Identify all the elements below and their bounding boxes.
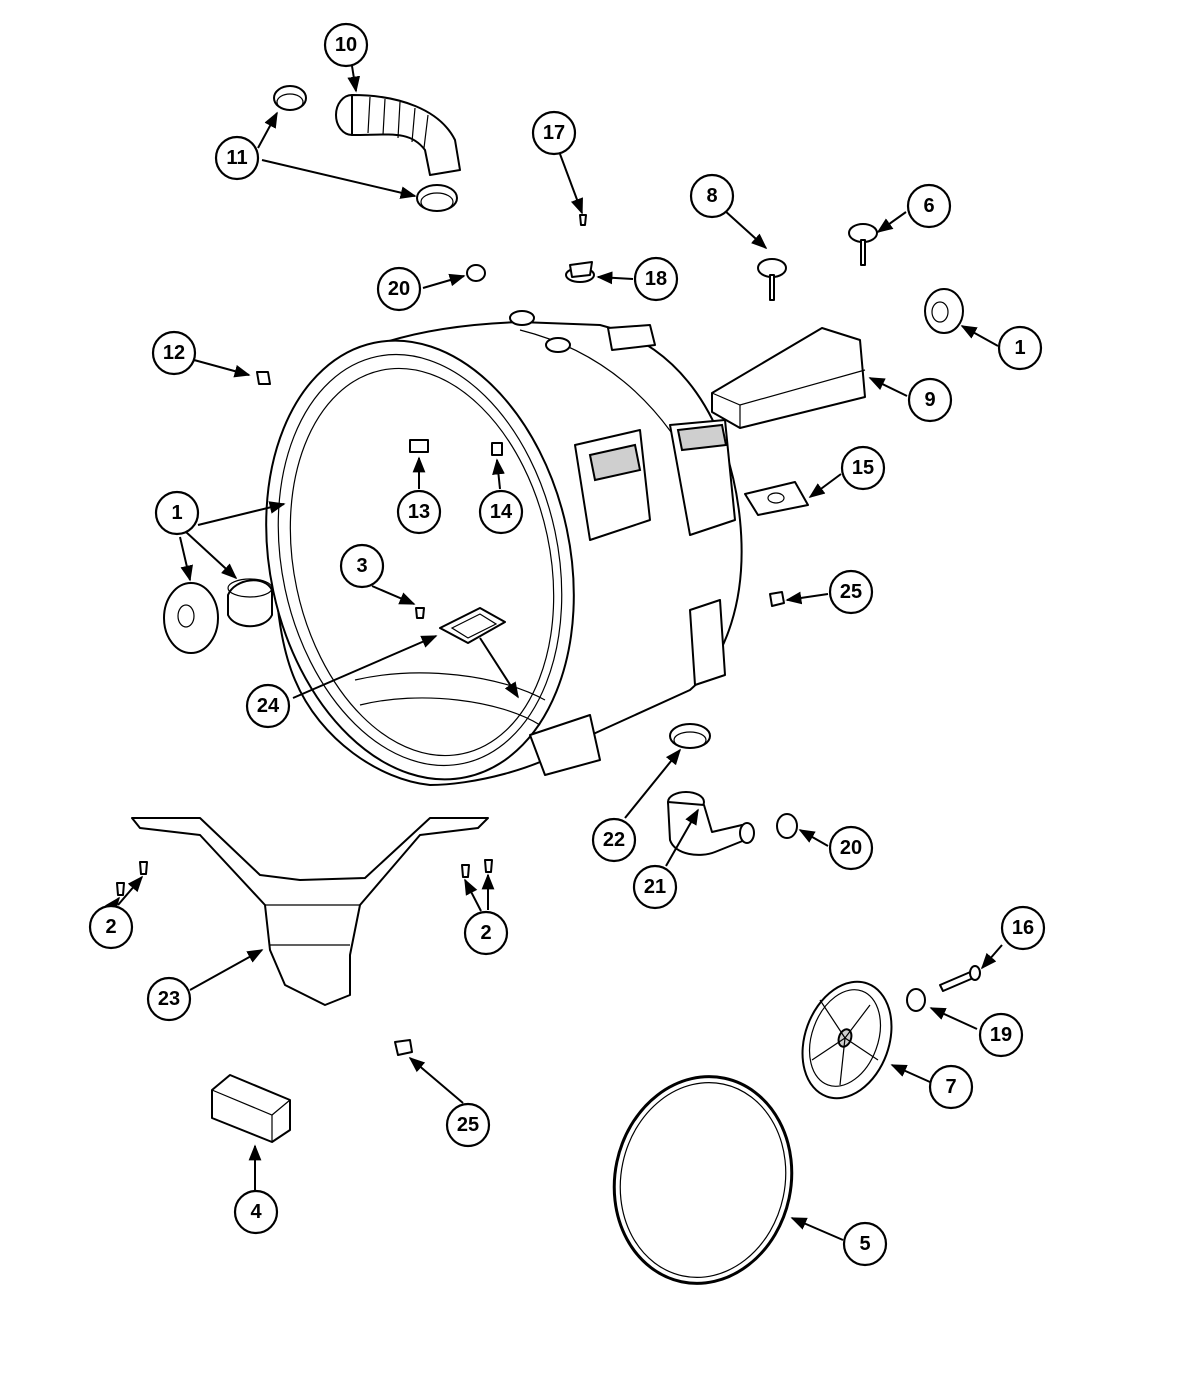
- callout-9: 9: [907, 377, 953, 423]
- callout-1-right: 1: [997, 325, 1043, 371]
- callout-2-right: 2: [463, 910, 509, 956]
- hose-clamp-part: [273, 85, 458, 212]
- callout-1-right-label: 1: [1014, 337, 1025, 359]
- weight-block-part: [211, 1074, 291, 1143]
- pulley-bolt-part: [939, 965, 981, 992]
- callout-14: 14: [478, 489, 524, 535]
- callout-13: 13: [396, 489, 442, 535]
- support-frame-part: [131, 817, 489, 1006]
- small-screw-part: [579, 214, 587, 226]
- callout-20-upper: 20: [376, 266, 422, 312]
- leader-lines: [105, 65, 1003, 1241]
- callout-21-label: 21: [644, 876, 666, 898]
- callout-19: 19: [978, 1012, 1024, 1058]
- clip-part: [565, 261, 595, 283]
- callout-22-label: 22: [603, 829, 625, 851]
- callout-14-label: 14: [490, 501, 513, 523]
- mounting-screw-part: [116, 859, 493, 896]
- callout-25-left-label: 25: [457, 1114, 479, 1136]
- callout-4: 4: [233, 1189, 279, 1235]
- callout-18-label: 18: [645, 268, 667, 290]
- callout-2-left: 2: [88, 904, 134, 950]
- callout-20-lower-label: 20: [840, 837, 862, 859]
- callout-23-label: 23: [158, 988, 180, 1010]
- callout-8-label: 8: [706, 185, 717, 207]
- nut-part: [394, 591, 785, 1056]
- callout-7: 7: [928, 1064, 974, 1110]
- hose-part: [335, 94, 461, 176]
- callout-12-label: 12: [163, 342, 185, 364]
- left-grommet-part: [163, 578, 273, 654]
- callout-10-label: 10: [335, 34, 357, 56]
- callout-6: 6: [906, 183, 952, 229]
- callout-15-label: 15: [852, 457, 874, 479]
- callout-20-lower: 20: [828, 825, 874, 871]
- pulley-part: [801, 980, 893, 1100]
- callout-6-label: 6: [923, 195, 934, 217]
- callout-21: 21: [632, 864, 678, 910]
- callout-23: 23: [146, 976, 192, 1022]
- callout-11: 11: [214, 135, 260, 181]
- callout-17: 17: [531, 110, 577, 156]
- callout-9-label: 9: [924, 389, 935, 411]
- callout-15: 15: [840, 445, 886, 491]
- grommet-part: [924, 288, 964, 334]
- callout-3-label: 3: [356, 555, 367, 577]
- callout-12: 12: [151, 330, 197, 376]
- spring-clip-part: [466, 264, 486, 282]
- callout-2-left-label: 2: [105, 916, 116, 938]
- drive-belt-part: [612, 1075, 794, 1285]
- callout-20-upper-label: 20: [388, 278, 410, 300]
- callout-2-right-label: 2: [480, 922, 491, 944]
- callout-18: 18: [633, 256, 679, 302]
- callout-1-left: 1: [154, 490, 200, 536]
- callout-7-label: 7: [945, 1076, 956, 1098]
- callout-17-label: 17: [543, 122, 565, 144]
- callout-8: 8: [689, 173, 735, 219]
- callout-24-label: 24: [257, 695, 280, 717]
- lower-spring-clip-part: [776, 813, 798, 839]
- screw-part: [415, 607, 425, 619]
- callout-24: 24: [245, 683, 291, 729]
- filter-housing-part: [439, 607, 506, 644]
- bolt-washer-part: [757, 223, 878, 301]
- callout-13-label: 13: [408, 501, 430, 523]
- callout-16: 16: [1000, 905, 1046, 951]
- callout-3: 3: [339, 543, 385, 589]
- callout-16-label: 16: [1012, 917, 1034, 939]
- callout-11-label: 11: [226, 147, 247, 169]
- callout-25-right-label: 25: [840, 581, 862, 603]
- callout-19-label: 19: [990, 1024, 1012, 1046]
- callout-5-label: 5: [859, 1233, 870, 1255]
- callout-5: 5: [842, 1221, 888, 1267]
- callout-10: 10: [323, 22, 369, 68]
- callout-25-left: 25: [445, 1102, 491, 1148]
- pulley-washer-part: [906, 988, 926, 1012]
- callout-22: 22: [591, 817, 637, 863]
- counterweight-part: [711, 327, 866, 429]
- retainer-clip-part: [256, 371, 503, 456]
- callout-25-right: 25: [828, 569, 874, 615]
- callout-4-label: 4: [250, 1201, 262, 1223]
- callout-1-left-label: 1: [171, 502, 182, 524]
- drain-elbow-part: [667, 791, 755, 856]
- drain-clamp-part: [669, 723, 711, 749]
- vent-cover-part: [744, 481, 809, 516]
- outer-tub-part: [265, 310, 743, 786]
